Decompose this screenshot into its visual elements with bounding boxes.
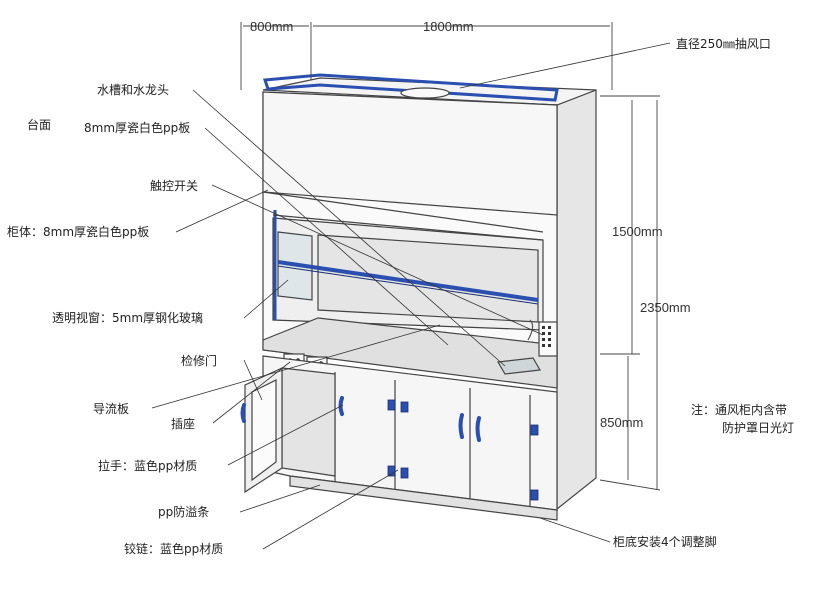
label-service-door: 检修门 [181,353,217,368]
fume-hood-illustration [240,73,597,521]
leader-lines [151,42,671,550]
dim-width: 1800mm [423,19,474,34]
dim-total-height: 2350mm [640,300,691,315]
label-spill-strip: pp防溢条 [158,504,209,519]
handle-3 [475,416,481,442]
header-panel [262,91,558,216]
dim-lower-height: 850mm [600,415,643,430]
top-rail [262,73,559,102]
label-baffle: 导流板 [93,402,129,416]
label-countertop: 台面 [27,117,51,132]
hinge-1 [387,399,396,411]
sink [497,357,541,375]
label-cabinet-body: 柜体：8mm厚瓷白色pp板 [7,224,149,239]
side-panel [556,89,597,511]
faucet [527,319,534,341]
dimension-lines [240,22,661,491]
label-socket: 插座 [171,416,195,431]
dim-upper-height: 1500mm [612,224,663,239]
label-note-line2: 防护罩日光灯 [722,420,794,435]
handle-2 [458,413,464,439]
label-window: 透明视窗：5mm厚钢化玻璃 [52,310,203,325]
plinth [289,475,558,521]
label-note-line1: 注：通风柜内含带 [691,402,787,417]
sash-bar [277,260,539,302]
countertop [262,317,558,389]
label-hinge: 铰链：蓝色pp材质 [124,541,223,556]
label-countertop-material: 8mm厚瓷白色pp板 [84,120,190,135]
open-bay [281,367,336,477]
label-sink-faucet: 水槽和水龙头 [97,83,169,97]
label-touch-switch: 触控开关 [150,179,198,193]
dim-depth: 800mm [250,19,293,34]
label-exhaust-port: 直径250㎜抽风口 [676,37,771,51]
handle-4 [240,403,246,423]
interior-back [317,234,539,323]
label-adjust-feet: 柜底安装4个调整脚 [613,534,717,549]
exhaust-port [400,87,450,99]
label-handle: 拉手：蓝色pp材质 [98,458,197,473]
